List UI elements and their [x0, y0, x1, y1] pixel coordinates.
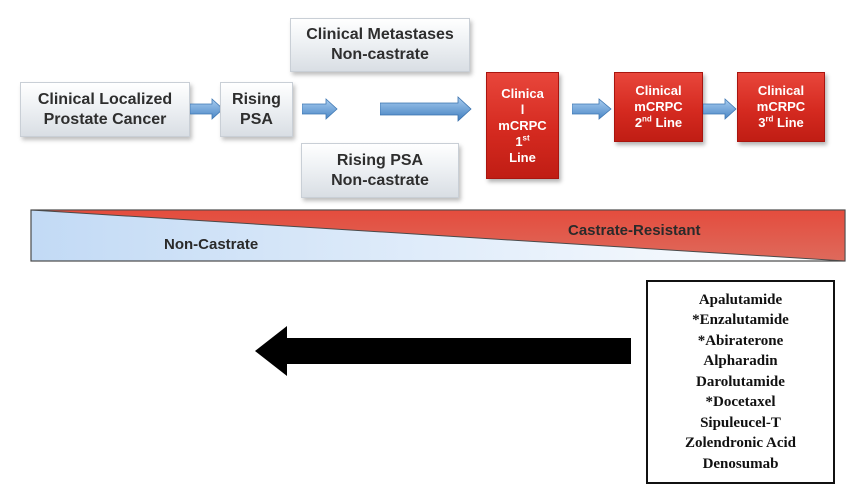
rising-psa-line1: Rising: [232, 90, 281, 108]
mcrpc2-line-word: Line: [651, 115, 683, 130]
mcrpc3-line-b: mCRPC: [756, 99, 806, 114]
mcrpc3-ordinal-line: 3rd Line: [757, 115, 805, 131]
drug-item: Darolutamide: [696, 373, 785, 390]
arrow-right-icon: [190, 98, 224, 120]
drug-item: Alpharadin: [703, 353, 778, 370]
rising-psa-non-castrate-box: Rising PSA Non-castrate: [301, 143, 459, 198]
rising-psa-box: Rising PSA: [220, 82, 293, 137]
localized-prostate-cancer-box: Clinical Localized Prostate Cancer: [20, 82, 190, 137]
castrate-transition-band: [30, 209, 846, 262]
mcrpc1-line-b: l: [520, 101, 525, 117]
big-left-arrow-icon: [255, 326, 631, 376]
arrow-right-icon: [380, 96, 472, 122]
non-castrate-label: Non-Castrate: [164, 236, 259, 253]
mcrpc3-line-word: Line: [773, 115, 804, 130]
metastases-non-castrate-box: Clinical Metastases Non-castrate: [290, 18, 470, 72]
mcrpc3-ordinal-number: 3: [758, 115, 766, 130]
mcrpc1-line-d: Line: [509, 149, 536, 165]
mcrpc1-ordinal-number: 1: [515, 133, 523, 149]
mcrpc3-line-a: Clinical: [757, 83, 805, 98]
band-red-wedge: [30, 209, 846, 262]
mcrpc-second-line-box: Clinical mCRPC 2nd Line: [614, 72, 703, 142]
rising-psa-line2: PSA: [240, 110, 273, 128]
mcrpc1-ordinal-suffix: st: [522, 133, 530, 143]
arrow-right-icon: [703, 98, 737, 120]
metastases-line1: Clinical Metastases: [306, 26, 454, 43]
drug-item: Zolendronic Acid: [685, 435, 796, 452]
mcrpc2-ordinal-number: 2: [634, 115, 643, 130]
localized-label-line2: Prostate Cancer: [43, 110, 167, 128]
mcrpc-first-line-box: Clinica l mCRPC 1st Line: [486, 72, 559, 179]
mcrpc1-line-a: Clinica: [501, 85, 544, 101]
metastases-line2: Non-castrate: [331, 46, 429, 63]
mcrpc-third-line-box: Clinical mCRPC 3rd Line: [737, 72, 825, 142]
mcrpc3-ordinal-suffix: rd: [765, 114, 774, 124]
drug-item: *Abiraterone: [697, 332, 784, 349]
castrate-resistant-label: Castrate-Resistant: [568, 222, 701, 239]
mcrpc2-ordinal-suffix: nd: [642, 114, 652, 124]
mcrpc2-ordinal-line: 2nd Line: [634, 115, 682, 131]
drug-item: *Docetaxel: [705, 394, 776, 411]
localized-label-line1: Clinical Localized: [37, 90, 173, 108]
rising-psa-nc-line1: Rising PSA: [336, 151, 424, 169]
drug-item: Apalutamide: [698, 291, 783, 308]
arrow-right-icon: [302, 98, 338, 120]
rising-psa-nc-line2: Non-castrate: [331, 171, 429, 189]
drug-list-box: Apalutamide *Enzalutamide *Abiraterone A…: [646, 280, 835, 484]
drug-item: Denosumab: [702, 455, 779, 472]
mcrpc1-ordinal: 1st: [498, 134, 546, 150]
arrow-right-icon: [572, 98, 612, 120]
drug-item: Sipuleucel-T: [700, 414, 781, 431]
mcrpc1-line-c: mCRPC: [498, 117, 547, 133]
mcrpc2-line-a: Clinical: [635, 83, 682, 98]
drug-item: *Enzalutamide: [692, 312, 789, 329]
mcrpc2-line-b: mCRPC: [634, 99, 683, 114]
